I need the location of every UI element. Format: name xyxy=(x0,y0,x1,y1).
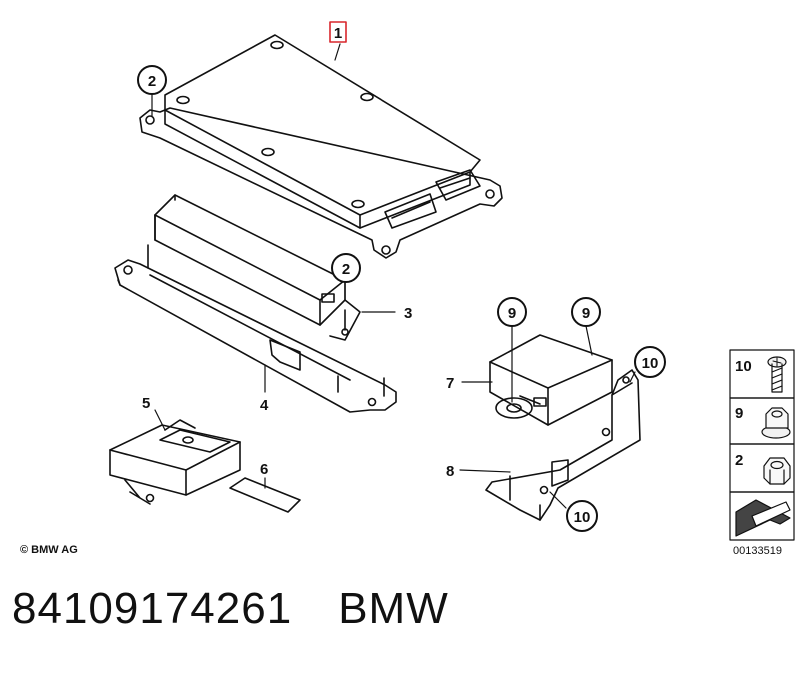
flange-nut-icon xyxy=(761,407,791,439)
bracket-part-4 xyxy=(114,244,397,413)
control-unit-part-1 xyxy=(139,34,503,259)
callout-10-top: 10 xyxy=(642,355,659,372)
label-6: 6 xyxy=(260,461,268,478)
callout-10-bottom: 10 xyxy=(574,509,591,526)
callout-1: 1 xyxy=(334,25,342,42)
direction-arrow-icon xyxy=(735,499,791,537)
legend xyxy=(729,349,795,541)
label-7: 7 xyxy=(446,375,454,392)
legend-num-9: 9 xyxy=(735,405,743,422)
module-part-5 xyxy=(109,419,241,505)
leader-lines xyxy=(151,43,636,509)
brand-name: BMW xyxy=(338,584,449,633)
callout-2-top: 2 xyxy=(148,73,156,90)
legend-num-10: 10 xyxy=(735,358,752,375)
callout-2-middle: 2 xyxy=(342,261,350,278)
label-8: 8 xyxy=(446,463,454,480)
pad-part-6 xyxy=(229,477,301,513)
label-3: 3 xyxy=(404,305,412,322)
label-5: 5 xyxy=(142,395,150,412)
label-4: 4 xyxy=(260,397,269,414)
callout-circles xyxy=(137,65,666,532)
legend-num-2: 2 xyxy=(735,452,743,469)
holder-part-8 xyxy=(485,369,641,521)
part-number: 84109174261 xyxy=(12,584,293,633)
diagram-code: 00133519 xyxy=(733,545,782,557)
selected-part-highlight xyxy=(329,21,347,43)
screw-icon xyxy=(767,356,787,393)
part-caption: 84109174261 BMW xyxy=(12,584,495,634)
copyright-text: © BMW AG xyxy=(20,544,78,556)
callout-9-left: 9 xyxy=(508,305,516,322)
callout-9-right: 9 xyxy=(582,305,590,322)
hex-nut-icon xyxy=(763,457,791,485)
module-part-3 xyxy=(154,194,361,341)
sensor-part-7 xyxy=(489,334,613,426)
